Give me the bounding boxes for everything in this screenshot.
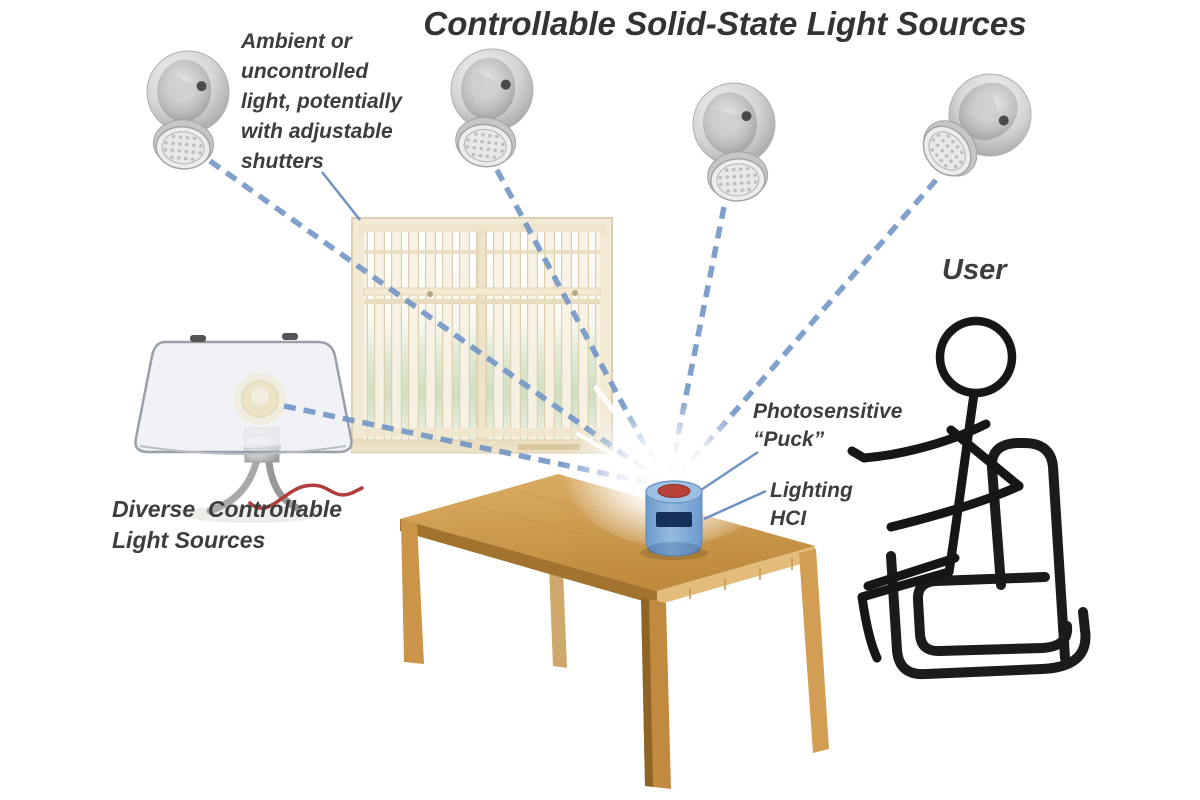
wooden-table-illustration: [400, 474, 829, 789]
lighting-hci-label-leader: [703, 489, 767, 521]
table-lamp-illustration: [134, 333, 364, 523]
window-with-adjustable-shutters: [351, 217, 613, 454]
light-burst: [562, 360, 778, 546]
ceiling-spotlight-4: [903, 56, 1049, 197]
light-beam-3: [665, 206, 727, 486]
user-figure-illustration: [847, 316, 1024, 663]
ceiling-spotlight-2: [441, 43, 539, 173]
ceiling-spotlight-1: [139, 46, 234, 174]
light-beam-4: [667, 178, 939, 488]
ambient-annotation-leader: [321, 171, 361, 221]
ceiling-spotlight-3: [689, 79, 782, 205]
photosensitive-puck-illustration: [640, 480, 708, 560]
chair-illustration: [886, 438, 1091, 680]
puck-label-leader: [700, 450, 759, 492]
